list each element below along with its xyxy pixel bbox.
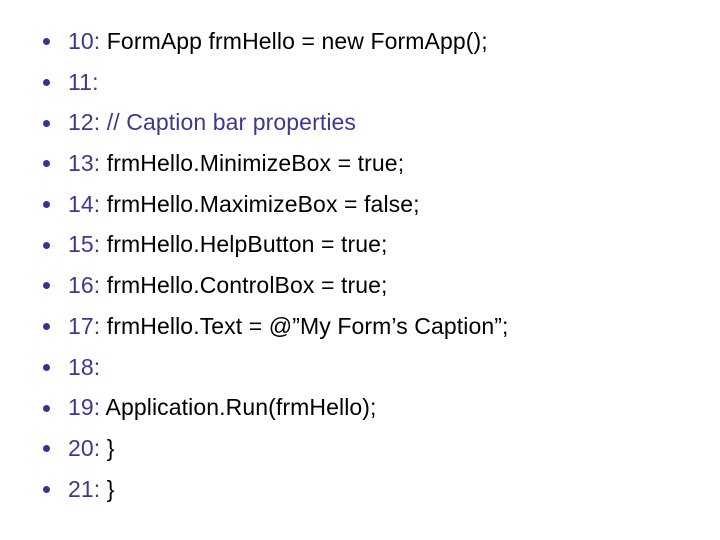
code-line: 11: [0, 62, 720, 103]
bullet-dot-icon [43, 201, 50, 209]
bullet-dot-icon [43, 119, 50, 127]
line-number: 11: [68, 68, 99, 95]
line-number: 20: [68, 434, 101, 461]
line-number: 15: [68, 231, 101, 258]
line-number: 13: [68, 150, 101, 177]
line-number: 21: [68, 475, 101, 502]
line-number: 18: [68, 353, 101, 380]
code-line: 10: FormApp frmHello = new FormApp(); [0, 21, 720, 62]
line-number: 14: [68, 190, 101, 217]
code-text: frmHello.Text = @”My Form’s Caption”; [106, 312, 509, 339]
code-listing: 10: FormApp frmHello = new FormApp(); 11:… [0, 21, 720, 509]
code-line: 14: frmHello.MaximizeBox = false; [0, 184, 720, 225]
code-text: } [106, 434, 115, 461]
bullet-dot-icon [43, 323, 50, 331]
code-line: 17: frmHello.Text = @”My Form’s Caption”… [0, 306, 720, 347]
line-number: 16: [68, 272, 101, 299]
code-text: FormApp frmHello = new FormApp(); [106, 28, 488, 54]
line-number: 12: [68, 109, 101, 136]
bullet-dot-icon [43, 282, 50, 290]
code-text: Application.Run(frmHello); [105, 394, 377, 421]
code-line: 15: frmHello.HelpButton = true; [0, 224, 720, 265]
code-line: 13: frmHello.MinimizeBox = true; [0, 143, 720, 184]
line-number: 19: [68, 394, 101, 421]
bullet-dot-icon [43, 79, 50, 87]
bullet-dot-icon [43, 485, 50, 493]
code-line: 18: [0, 347, 720, 388]
bullet-dot-icon [43, 445, 50, 453]
bullet-dot-icon [43, 363, 50, 371]
bullet-dot-icon [43, 38, 50, 46]
code-line: 21: } [0, 469, 720, 510]
code-text: } [106, 475, 115, 502]
code-text: frmHello.MaximizeBox = false; [106, 190, 420, 217]
bullet-dot-icon [43, 241, 50, 249]
code-line: 19: Application.Run(frmHello); [0, 387, 720, 428]
bullet-dot-icon [43, 404, 50, 412]
code-text: frmHello.MinimizeBox = true; [106, 150, 405, 177]
code-line: 12: // Caption bar properties [0, 102, 720, 143]
line-number: 10: [68, 28, 101, 54]
line-number: 17: [68, 312, 101, 339]
code-text: frmHello.HelpButton = true; [106, 231, 388, 258]
bullet-dot-icon [43, 160, 50, 168]
code-text: // Caption bar properties [106, 109, 357, 136]
code-line: 16: frmHello.ControlBox = true; [0, 265, 720, 306]
code-line: 20: } [0, 428, 720, 469]
code-text: frmHello.ControlBox = true; [106, 272, 388, 299]
